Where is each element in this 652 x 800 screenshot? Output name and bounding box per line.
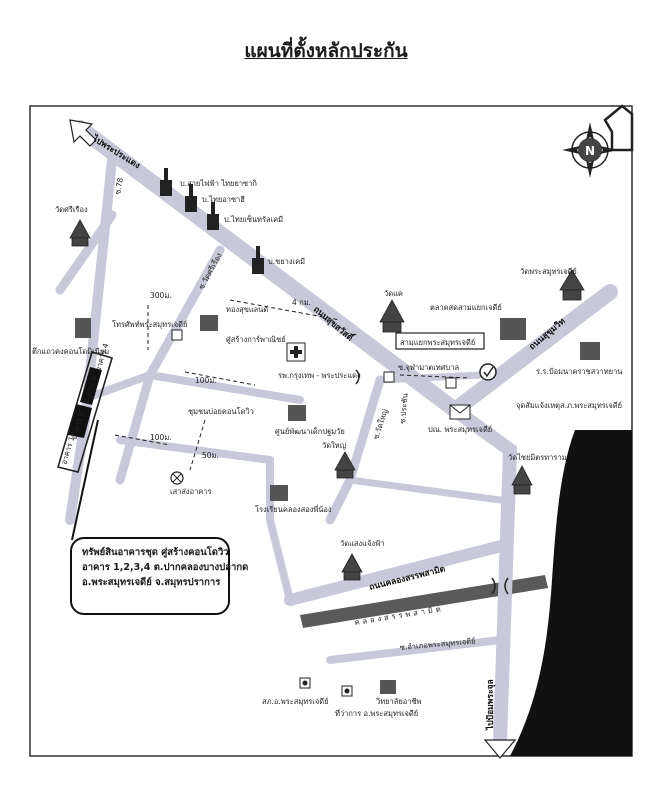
callout-line: ทรัพย์สินอาคารชุด ศู่สร้างคอนโดวิว xyxy=(82,547,229,558)
post-office-icon xyxy=(449,404,471,420)
hospital-icon xyxy=(286,342,306,362)
place-label: วัดแค xyxy=(384,289,403,298)
building-icon xyxy=(580,342,600,360)
place-label: บ.ไทยอาซาฮี xyxy=(202,195,245,204)
temple-icon xyxy=(69,219,91,247)
building-icon xyxy=(288,405,306,421)
road-network xyxy=(55,120,618,747)
temple-icon xyxy=(341,553,363,581)
factory-icon xyxy=(185,184,197,212)
home-icon xyxy=(603,104,634,152)
place-label: ศู่สร้างการ์พาณิชย์ xyxy=(226,335,286,344)
callout-pointer xyxy=(71,419,99,541)
place-label: วัดพระสมุทรเจดีย์ xyxy=(520,267,577,276)
factory-icons xyxy=(160,168,264,274)
place-label: วัดใหญ่ xyxy=(322,441,346,450)
junction-label-box xyxy=(395,332,485,350)
place-label: ร.ร.ป้อมนาคราชสวาทยาน xyxy=(536,367,622,376)
place-label: ทองสุขแลนด์ xyxy=(226,305,268,314)
place-label: สภ.อ.พระสมุทรเจดีย์ xyxy=(262,697,329,706)
compass-label: N xyxy=(585,144,595,158)
place-label: วัดไชยมิตรทาราม xyxy=(508,453,567,462)
place-label: บ.ไทยเซ็นทรัลเคมี xyxy=(224,214,283,224)
distance-label: 100ม. xyxy=(195,376,217,385)
place-label: รพ.กรุงเทพ - พระประแดง xyxy=(278,371,361,380)
place-label: โรงเรียนคลองสองพี่น้อง xyxy=(255,504,332,514)
place-label: ชุมชนบ่อยคอนโดวิว xyxy=(188,407,254,416)
road-label: ซ.78 xyxy=(113,177,125,196)
temple-icons xyxy=(69,219,585,581)
building-icon xyxy=(200,315,218,331)
junction-marker-icon xyxy=(479,363,497,381)
bridge-marks xyxy=(355,369,509,595)
factory-icon xyxy=(252,246,264,274)
place-label: ตลาดสดสามแยกเจดีย์ xyxy=(430,303,502,312)
cross-marker-icon xyxy=(170,471,184,485)
road-label: ไปป้อมพระจุล xyxy=(485,679,496,731)
place-label: ปณ. พระสมุทรเจดีย์ xyxy=(428,425,492,434)
place-label: สามแยกพระสมุทรเจดีย์ xyxy=(400,338,475,347)
distance-label: 50ม. xyxy=(202,451,219,460)
temple-icon xyxy=(511,465,533,495)
place-label: จุดสัมแจ้งเหตุส.ภ.พระสมุทรเจดีย์ xyxy=(516,401,622,410)
distance-label: 300ม. xyxy=(150,291,172,300)
callout-line: อาคาร 1,2,3,4 ต.ปากคลองบางปลากด xyxy=(82,562,249,573)
factory-icon xyxy=(160,168,172,196)
place-label: บ.ชยางเคมี xyxy=(268,257,305,266)
building-icons xyxy=(75,315,600,694)
place-label: วิทยาลัยอาชีพ xyxy=(375,697,421,706)
road-label: ซ.จุฬามาตเทศบาล xyxy=(398,363,459,372)
place-label: ที่ว่าการ อ.พระสมุทรเจดีย์ xyxy=(335,708,418,718)
building-icon xyxy=(75,318,91,338)
place-label: บ.สายไฟฟ้า ไทยยาซากิ xyxy=(180,179,257,188)
place-label: วัดแสงแจ้งฟ้า xyxy=(340,539,385,548)
road-label: ซ.ประชัน xyxy=(398,393,410,424)
marker-dots xyxy=(302,680,350,694)
compass: N xyxy=(562,122,618,178)
river xyxy=(510,430,632,756)
distance-label: 100ม. xyxy=(150,433,172,442)
property-callout: ทรัพย์สินอาคารชุด ศู่สร้างคอนโดวิว อาคาร… xyxy=(70,537,249,615)
building-icon xyxy=(270,485,288,501)
distance-label: 4 กม. xyxy=(292,298,311,307)
building-icon xyxy=(500,318,526,340)
temple-icon xyxy=(379,299,405,333)
temple-icon xyxy=(334,451,356,479)
building-icon xyxy=(380,680,396,694)
page-title: แผนที่ตั้งหลักประกัน xyxy=(244,40,408,62)
arrow-down-icon xyxy=(483,739,517,759)
canal xyxy=(300,575,548,628)
place-label: ตึกแถวคงคอนโดมิเนียม xyxy=(32,347,109,356)
callout-line: อ.พระสมุทรเจดีย์ จ.สมุทรปราการ xyxy=(82,577,221,588)
place-label: โทรศัพท์พระสมุทรเจดีย์ xyxy=(112,320,187,329)
direction-arrows xyxy=(69,119,517,759)
place-label: ศูนย์พัฒนาเด็กปฐมวัย xyxy=(275,426,345,436)
factory-icon xyxy=(207,202,219,230)
arrow-up-left-icon xyxy=(69,119,97,147)
distance-lines xyxy=(114,299,471,471)
place-label: เสาส่งอาคาร xyxy=(170,487,212,496)
place-label: วัดศรีเรือง xyxy=(55,205,88,214)
temple-icon xyxy=(559,269,585,301)
